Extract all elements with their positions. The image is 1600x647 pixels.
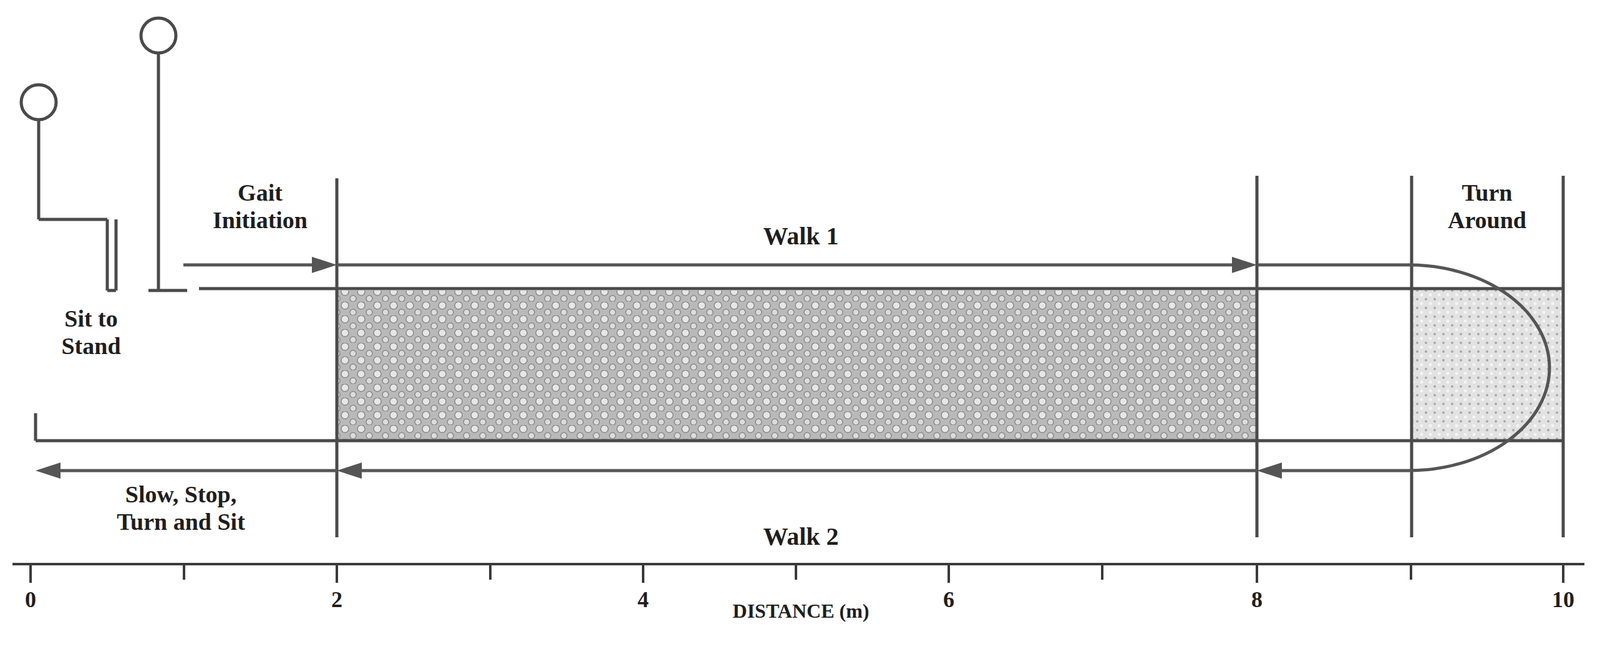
axis-tick (1100, 564, 1104, 581)
phase-label: Walk 2 (762, 522, 839, 552)
walkway-end (34, 413, 38, 442)
arrow-line (183, 263, 319, 267)
axis-tick (1561, 564, 1565, 584)
phase-label: Sit to Stand (44, 305, 138, 360)
standing-head (140, 18, 176, 54)
arrow-line (355, 469, 1257, 473)
sitting-head (21, 84, 57, 120)
axis-tick (1409, 564, 1413, 581)
figures (21, 18, 188, 291)
axis-tick-label: 0 (24, 587, 37, 614)
axis-tick-label: 10 (1551, 587, 1575, 614)
path-arrows (54, 265, 1550, 471)
phase-label: Walk 1 (762, 222, 839, 251)
axis-tick (335, 564, 339, 584)
distance-axis (12, 564, 1585, 584)
axis-tick (1255, 564, 1259, 584)
section-divider (1561, 175, 1566, 538)
arrowheads (35, 256, 1282, 480)
walkway-shaded (336, 290, 1257, 442)
chair-seat (38, 218, 108, 222)
section-divider (1255, 175, 1259, 538)
phase-label: Slow, Stop, Turn and Sit (99, 481, 262, 536)
standing-feet (148, 289, 188, 293)
axis-title: DISTANCE (m) (732, 600, 870, 624)
axis-tick (29, 564, 32, 584)
axis-tick (794, 564, 798, 581)
arrowhead (336, 462, 362, 480)
arrow-line (54, 469, 337, 473)
walkway-bottom (35, 439, 1564, 443)
arrow-line (336, 263, 1239, 267)
axis-tick (947, 564, 951, 584)
arrowhead (35, 462, 61, 480)
axis-tick-label: 6 (943, 587, 955, 614)
axis-tick (641, 564, 645, 584)
axis-tick-label: 8 (1251, 587, 1263, 614)
standing-body (157, 53, 161, 291)
phase-label: Turn Around (1430, 179, 1544, 234)
turn-arc (1256, 265, 1550, 471)
axis-tick (489, 564, 492, 581)
chair-leg (107, 289, 117, 293)
axis-line (12, 563, 1585, 566)
phase-label: Gait Initiation (191, 179, 329, 234)
walkway-lines (35, 175, 1564, 538)
sitting-body (37, 119, 41, 220)
chair-leg (114, 219, 118, 291)
axis-tick-label: 4 (637, 587, 649, 614)
section-divider (335, 178, 339, 538)
turn-area-shaded (1411, 288, 1564, 442)
arrowhead (311, 256, 337, 274)
arrowhead (1231, 256, 1257, 274)
walkway-top (198, 287, 1564, 291)
axis-tick (182, 564, 186, 581)
chair-leg (106, 219, 110, 291)
axis-tick-label: 2 (331, 587, 343, 614)
section-divider (1410, 175, 1414, 538)
arrowhead (1256, 462, 1282, 480)
